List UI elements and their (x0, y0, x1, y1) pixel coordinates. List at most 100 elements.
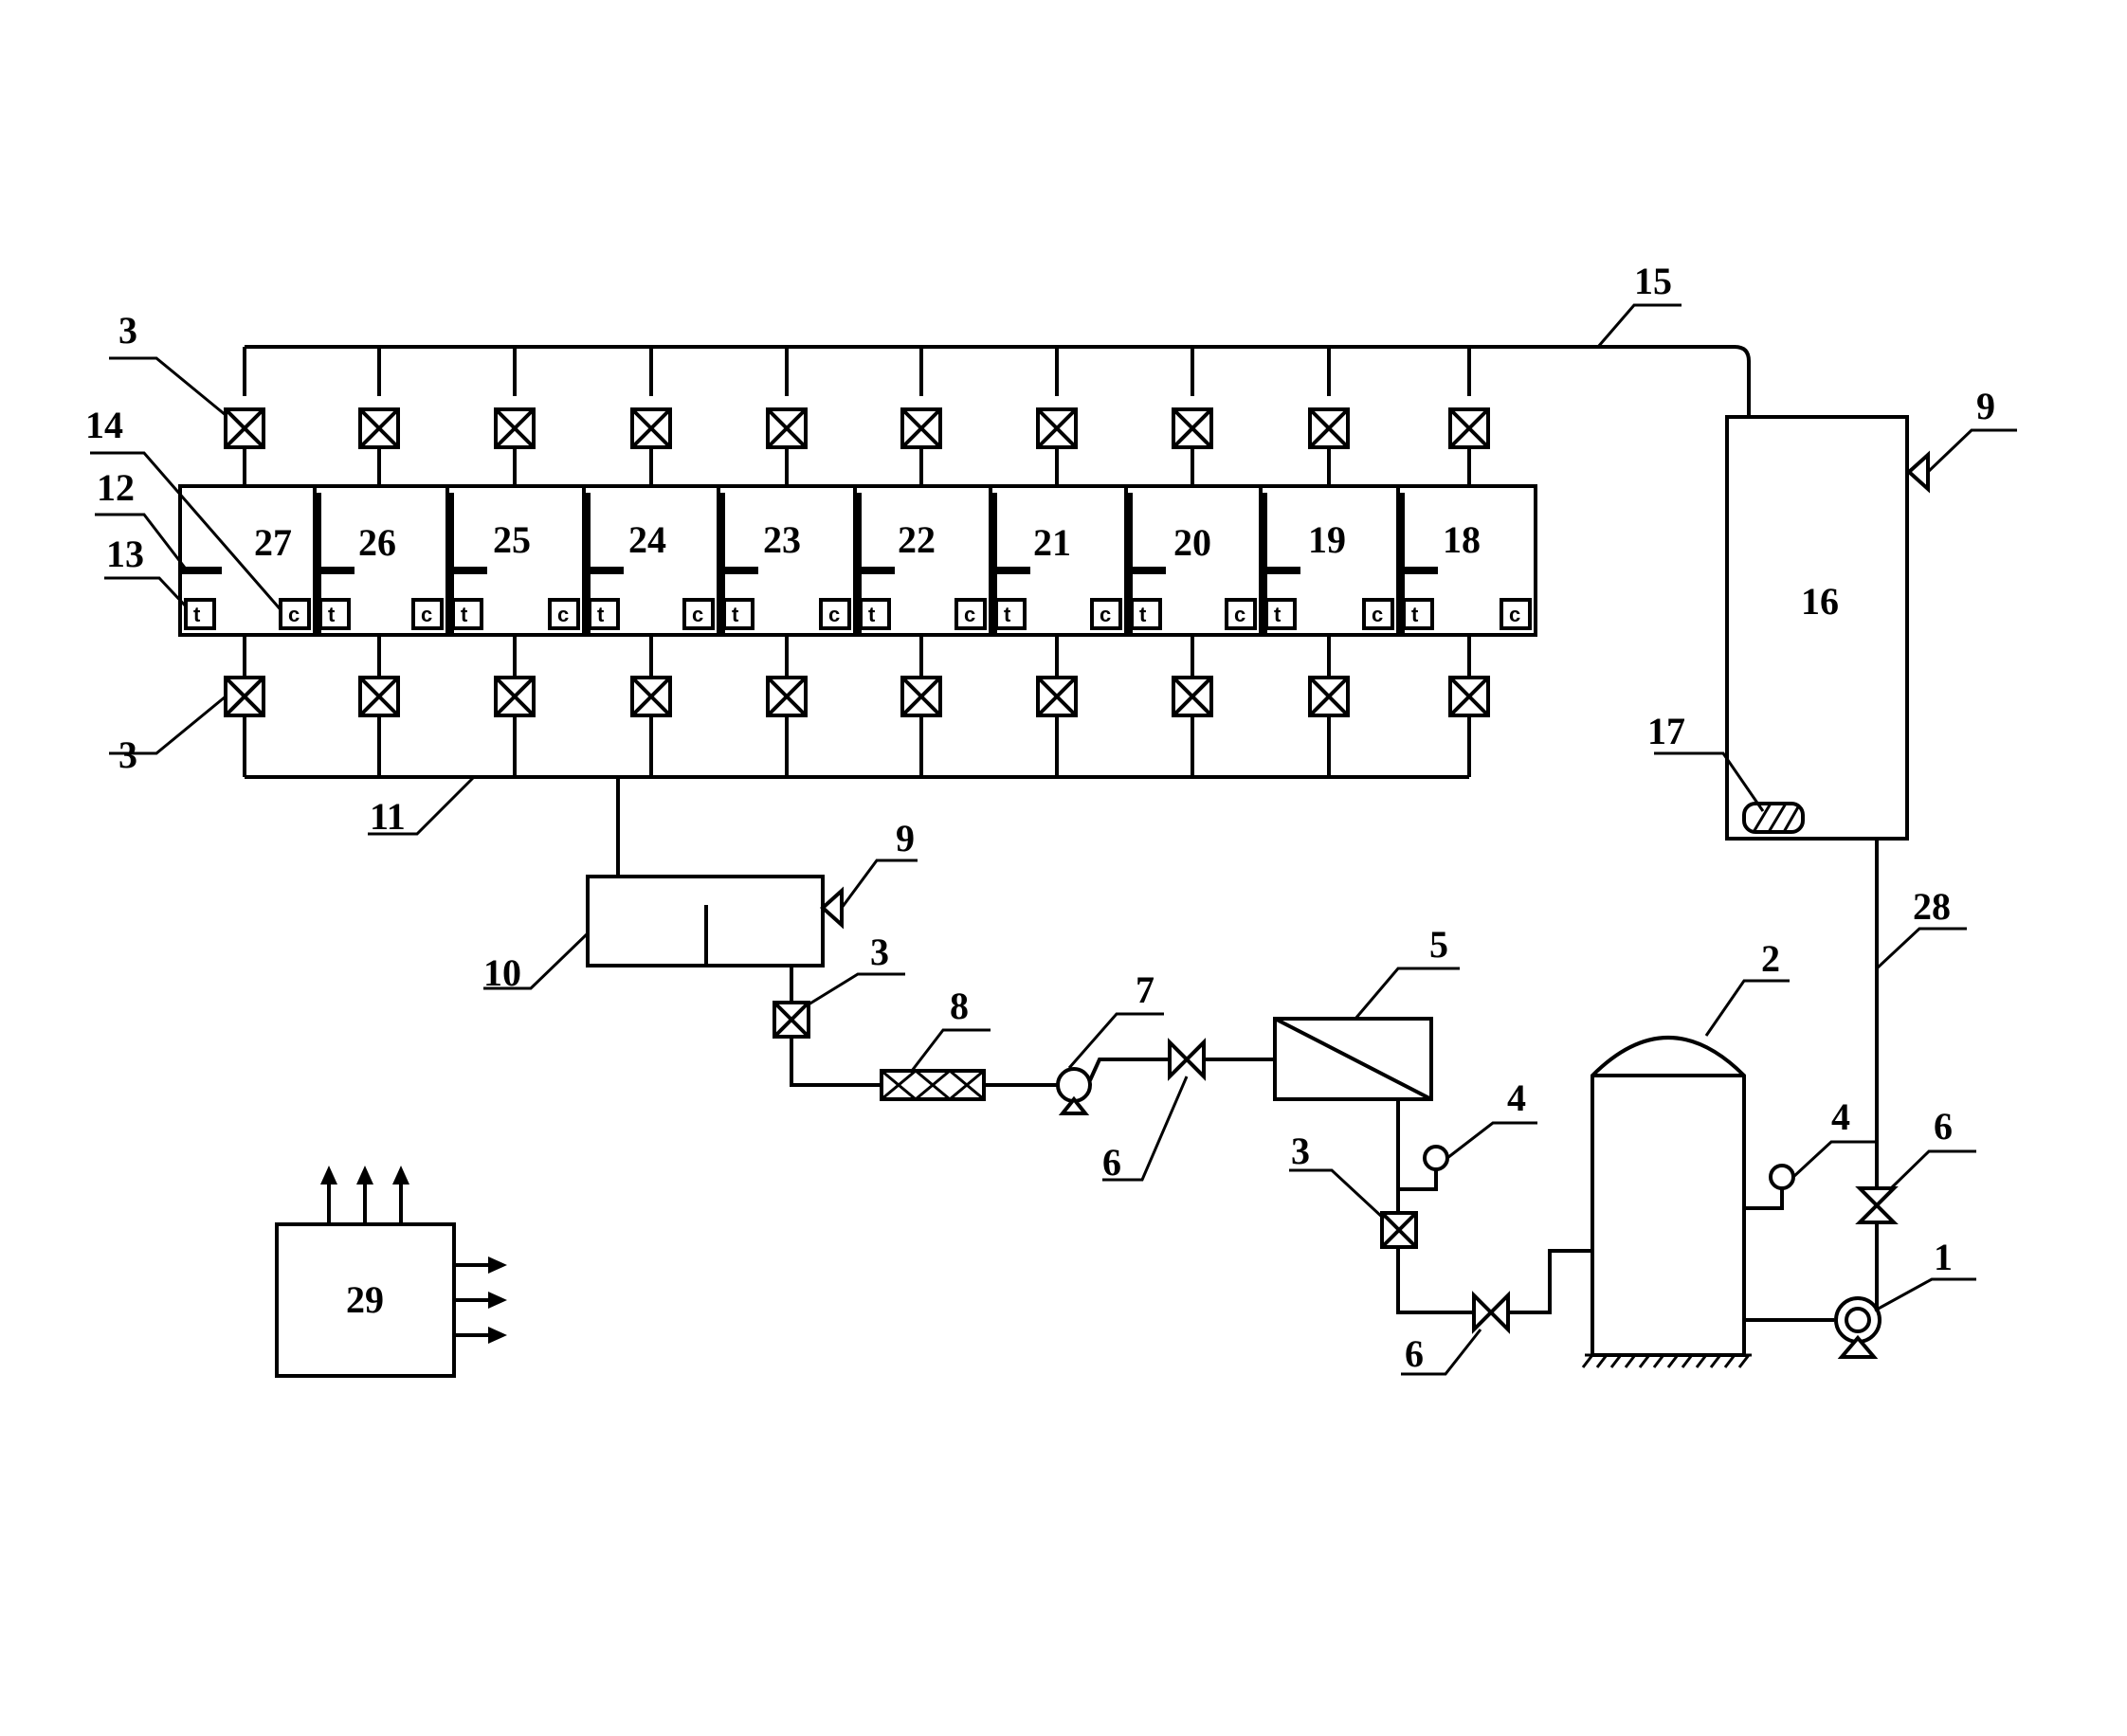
level-bar (182, 567, 222, 574)
leader-12 (95, 513, 190, 572)
temperature-sensor: t (318, 598, 351, 630)
label-13: 13 (106, 533, 144, 575)
label-9-column: 9 (1976, 385, 1995, 427)
label-14: 14 (85, 404, 123, 446)
label-6-low: 6 (1405, 1332, 1424, 1375)
x-valve-icon (1380, 1211, 1418, 1249)
concentration-sensor: c (819, 598, 851, 630)
sensor-t-label: t (732, 603, 739, 626)
gauge-stub-tank (1744, 1186, 1784, 1210)
x-valve-icon (358, 676, 400, 717)
pump-icon (1056, 1067, 1092, 1115)
x-valve-icon (1036, 407, 1078, 449)
temperature-sensor: t (1402, 598, 1434, 630)
leader-2 (1704, 979, 1790, 1037)
level-bar (855, 567, 895, 574)
x-valve-icon (1172, 407, 1213, 449)
concentration-sensor: c (279, 598, 311, 630)
bowtie-valve-icon (1472, 1291, 1510, 1334)
leader-4-tank (1791, 1140, 1875, 1179)
x-valve-icon (766, 407, 808, 449)
leader-28 (1875, 927, 1967, 970)
x-valve-icon (224, 407, 265, 449)
x-valve-icon (773, 1001, 810, 1039)
label-2: 2 (1761, 937, 1780, 980)
x-valve-icon (766, 676, 808, 717)
controller-label: 29 (346, 1278, 384, 1321)
label-17: 17 (1647, 710, 1685, 752)
tank-ground (1581, 1353, 1752, 1368)
chamber-label-20: 20 (1173, 521, 1211, 564)
chamber-label-22: 22 (898, 518, 936, 561)
label-10: 10 (483, 951, 521, 994)
leader-7 (1067, 1012, 1164, 1069)
leader-3-bottom (109, 695, 227, 755)
column-16 (1725, 415, 1909, 841)
pipe-small-pump-to-valve (1088, 1058, 1170, 1081)
concentration-sensor: c (1362, 598, 1394, 630)
chamber-label-24: 24 (628, 518, 666, 561)
sensor-c-label: c (557, 603, 569, 626)
sensor-t-label: t (1004, 603, 1011, 626)
pipe-valve-to-tank (1508, 1249, 1592, 1314)
x-valve-icon (1308, 407, 1350, 449)
chamber-label-26: 26 (358, 521, 396, 564)
leader-17 (1654, 751, 1765, 812)
chamber-label-21: 21 (1033, 521, 1071, 564)
item17-hatch (1752, 803, 1801, 833)
sensor-c-label: c (1100, 603, 1111, 626)
label-16: 16 (1801, 580, 1839, 623)
leader-6-mid (1102, 1076, 1189, 1182)
leader-4-filter (1446, 1121, 1537, 1160)
vent-icon (1906, 450, 1930, 494)
pipe-to-filter-element (790, 1037, 882, 1087)
label-1: 1 (1934, 1236, 1953, 1278)
leader-8 (910, 1028, 991, 1072)
level-bar (315, 567, 354, 574)
bowtie-valve-icon (1855, 1186, 1899, 1224)
controller-box (275, 1222, 456, 1378)
chamber-dividers (182, 486, 1438, 635)
sensor-t-label: t (1411, 603, 1419, 626)
valve-drops (243, 347, 1471, 777)
chamber-label-19: 19 (1308, 518, 1346, 561)
x-valve-icon (494, 676, 536, 717)
sensor-c-label: c (1509, 603, 1520, 626)
sensor-t-label: t (193, 603, 201, 626)
label-3-lower: 3 (870, 931, 889, 973)
label-9-collector: 9 (896, 817, 915, 859)
bowtie-valve-icon (1168, 1038, 1206, 1081)
sensor-t-label: t (328, 603, 336, 626)
level-bar (1126, 567, 1166, 574)
leader-3-top (109, 356, 227, 417)
leader-9-collector (840, 859, 918, 909)
concentration-sensor: c (411, 598, 444, 630)
x-valve-icon (630, 407, 672, 449)
leader-15 (1596, 303, 1682, 348)
level-bar (718, 567, 758, 574)
sensor-c-label: c (692, 603, 703, 626)
sensor-c-label: c (1372, 603, 1383, 626)
level-bar (447, 567, 487, 574)
label-6-mid: 6 (1102, 1141, 1121, 1184)
leader-9-column (1926, 428, 2017, 474)
x-valve-icon (358, 407, 400, 449)
level-bar (1261, 567, 1300, 574)
label-4-tank: 4 (1831, 1095, 1850, 1138)
label-5: 5 (1429, 923, 1448, 966)
sensor-c-label: c (1234, 603, 1245, 626)
sensor-t-label: t (1274, 603, 1282, 626)
sensor-t-label: t (868, 603, 876, 626)
temperature-sensor: t (859, 598, 891, 630)
level-bar (584, 567, 624, 574)
leader-3-filter (1289, 1168, 1386, 1221)
leader-3-lower (808, 972, 905, 1006)
chamber-label-23: 23 (763, 518, 801, 561)
x-valve-icon (1448, 676, 1490, 717)
vent-icon (820, 886, 844, 930)
chamber-label-25: 25 (493, 518, 531, 561)
label-11: 11 (370, 795, 406, 838)
label-3-top: 3 (118, 309, 137, 352)
gauge-icon (1769, 1164, 1795, 1190)
